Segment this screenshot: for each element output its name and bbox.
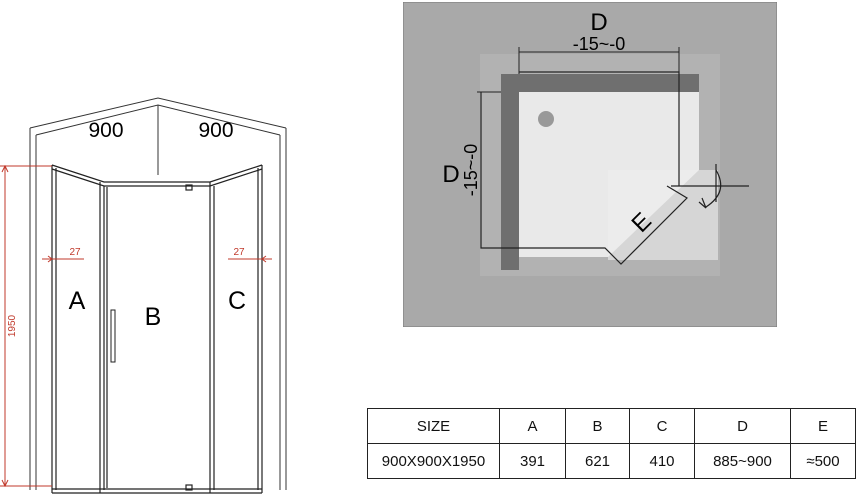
spec-header-cell: C (629, 408, 695, 444)
wall-left-dark (501, 74, 519, 270)
panel-a-label: A (69, 287, 86, 315)
side-dimension (477, 91, 501, 248)
width-left-label: 900 (88, 119, 123, 142)
spec-cell-b: 621 (565, 443, 630, 479)
height-dimension (0, 164, 52, 488)
spec-cell-a: 391 (499, 443, 566, 479)
side-dim-tolerance: -15~-0 (461, 144, 481, 197)
spec-header-cell: B (565, 408, 630, 444)
door-handle (110, 309, 116, 363)
panel-c-label: C (228, 287, 246, 315)
top-dimension (518, 47, 680, 74)
spec-cell-e: ≈500 (790, 443, 856, 479)
width-right-label: 900 (198, 119, 233, 142)
panel-offset-dims (42, 255, 272, 263)
door-swing-arrow (671, 164, 749, 209)
panel-b-label: B (145, 303, 162, 331)
spec-header-cell: A (499, 408, 566, 444)
front-elevation: 900 900 1950 27 27 A B C (0, 97, 287, 494)
wall-outline (29, 97, 287, 490)
spec-cell-size: 900X900X1950 (367, 443, 500, 479)
top-dim-tolerance: -15~-0 (573, 34, 626, 54)
tray-corner-lighter (608, 170, 718, 260)
side-dim-label: D (442, 161, 459, 188)
spec-cell-c: 410 (629, 443, 695, 479)
spec-cell-d: 885~900 (694, 443, 791, 479)
height-label: 1950 (7, 314, 18, 337)
offset-right-label: 27 (233, 247, 245, 258)
top-dim-label: D (590, 9, 607, 36)
wall-top-dark (501, 74, 699, 92)
table-row: 900X900X1950 391 621 410 885~900 ≈500 (367, 443, 856, 479)
drain-icon (538, 111, 554, 127)
enclosure-frame (51, 164, 263, 494)
spec-header-cell: E (790, 408, 856, 444)
offset-left-label: 27 (69, 247, 81, 258)
top-plan: D -15~-0 D -15~-0 E (403, 2, 777, 327)
spec-header-cell: D (694, 408, 791, 444)
spec-header-row: SIZE A B C D E (367, 408, 856, 444)
spec-header-cell: SIZE (367, 408, 500, 444)
spec-table: SIZE A B C D E 900X900X1950 391 621 410 … (367, 408, 856, 479)
